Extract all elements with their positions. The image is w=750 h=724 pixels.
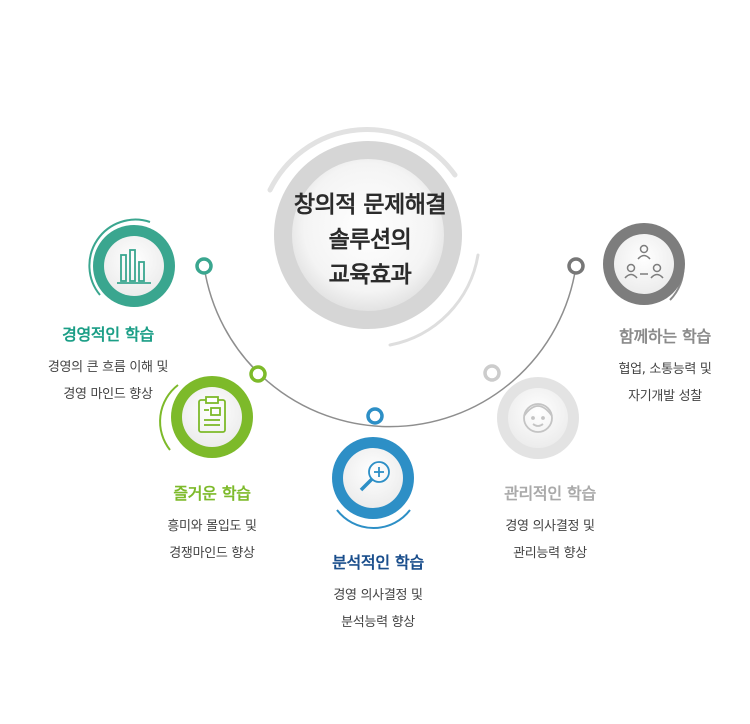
label-fun: 즐거운 학습 흥미와 몰입도 및 경쟁마인드 향상	[112, 480, 312, 567]
node-fun-circle	[159, 376, 253, 458]
label-control-desc-1: 경영 의사결정 및	[505, 519, 595, 534]
label-fun-desc-2: 경쟁마인드 향상	[169, 546, 255, 561]
center-title-line-1: 창의적 문제해결	[293, 192, 447, 218]
arc-dot-2	[249, 365, 267, 383]
person-icon	[523, 403, 553, 433]
label-fun-title: 즐거운 학습	[173, 484, 251, 503]
arc-dot-4	[483, 364, 501, 382]
node-control-circle	[497, 377, 579, 459]
arc-dot-1	[195, 257, 213, 275]
label-analysis-desc-2: 분석능력 향상	[341, 615, 415, 630]
center-title: 창의적 문제해결 솔루션의 교육효과	[270, 188, 470, 293]
label-analysis-title: 분석적인 학습	[332, 553, 424, 572]
magnifier-icon	[359, 461, 390, 492]
label-control-title: 관리적인 학습	[504, 484, 596, 503]
people-network-icon	[624, 244, 664, 279]
node-management-circle	[88, 218, 175, 307]
node-together-circle	[603, 223, 685, 305]
label-management-desc-2: 경영 마인드 향상	[63, 387, 153, 402]
label-together-title: 함께하는 학습	[619, 327, 711, 346]
bar-chart-icon	[117, 249, 151, 284]
label-management-desc-1: 경영의 큰 흐름 이해 및	[47, 360, 169, 375]
clipboard-icon	[198, 396, 226, 433]
label-together-desc-1: 협업, 소통능력 및	[618, 362, 712, 377]
node-analysis-circle	[332, 437, 414, 529]
label-fun-desc-1: 흥미와 몰입도 및	[167, 519, 257, 534]
label-control-desc-2: 관리능력 향상	[513, 546, 587, 561]
label-together-desc-2: 자기개발 성찰	[628, 389, 702, 404]
label-together: 함께하는 학습 협업, 소통능력 및 자기개발 성찰	[565, 323, 750, 410]
label-control: 관리적인 학습 경영 의사결정 및 관리능력 향상	[450, 480, 650, 567]
center-title-line-3: 교육효과	[328, 262, 412, 288]
label-analysis-desc-1: 경영 의사결정 및	[333, 588, 423, 603]
arc-dot-3	[366, 407, 384, 425]
label-analysis: 분석적인 학습 경영 의사결정 및 분석능력 향상	[278, 549, 478, 636]
connector-arc	[203, 265, 577, 428]
arc-dot-5	[567, 257, 585, 275]
label-management-title: 경영적인 학습	[62, 325, 154, 344]
center-title-line-2: 솔루션의	[328, 227, 412, 253]
center-circle	[267, 127, 480, 347]
label-management: 경영적인 학습 경영의 큰 흐름 이해 및 경영 마인드 향상	[8, 321, 208, 408]
